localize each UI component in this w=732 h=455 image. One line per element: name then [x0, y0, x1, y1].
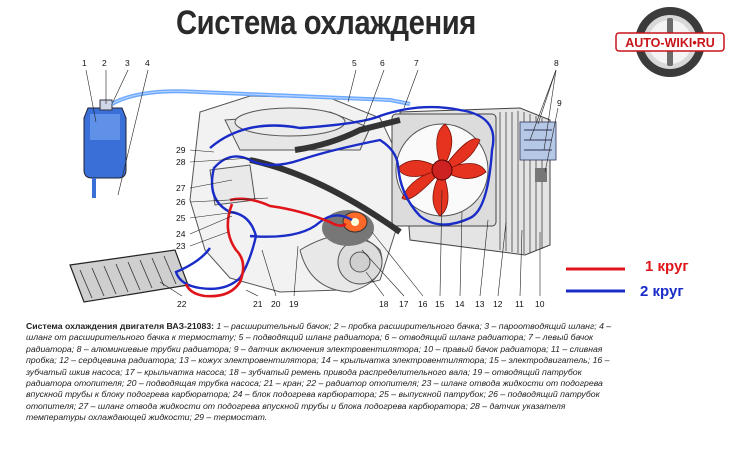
callout-3: 3 — [125, 58, 130, 68]
water-pump — [322, 210, 374, 246]
callout-24: 24 — [176, 229, 186, 239]
legend: 1 круг 2 круг — [566, 258, 689, 300]
callout-21: 21 — [253, 299, 263, 309]
callout-5: 5 — [352, 58, 357, 68]
callout-13: 13 — [475, 299, 485, 309]
callout-6: 6 — [380, 58, 385, 68]
callout-10: 10 — [535, 299, 545, 309]
callout-19: 19 — [289, 299, 299, 309]
callout-16: 16 — [418, 299, 428, 309]
callout-8: 8 — [554, 58, 559, 68]
electric-fan — [391, 113, 497, 227]
callout-22: 22 — [177, 299, 187, 309]
diagram-caption: Система охлаждения двигателя ВАЗ-21083: … — [26, 321, 626, 424]
callout-9: 9 — [557, 98, 562, 108]
callout-20: 20 — [271, 299, 281, 309]
callout-29: 29 — [176, 145, 186, 155]
circuit-2-path — [174, 105, 495, 291]
caption-lead: Система охлаждения двигателя ВАЗ-21083: — [26, 321, 215, 331]
callout-1: 1 — [82, 58, 87, 68]
leader-lines — [85, 69, 559, 297]
expansion-tank — [83, 99, 127, 198]
heater-radiator — [69, 249, 189, 303]
caption-body: 1 – расширительный бачок; 2 – пробка рас… — [26, 321, 612, 423]
outlet-hose — [294, 117, 401, 153]
legend-label-circuit-2: 2 круг — [640, 283, 684, 300]
callout-28: 28 — [176, 157, 186, 167]
callout-17: 17 — [399, 299, 409, 309]
callout-12: 12 — [493, 299, 503, 309]
callout-23: 23 — [176, 241, 186, 251]
callout-11: 11 — [515, 299, 524, 309]
callout-7: 7 — [414, 58, 419, 68]
diagram-title: Система охлаждения — [176, 4, 476, 42]
cooling-system-diagram: 1 2 3 4 5 6 7 8 9 10 11 12 13 14 15 16 1… — [69, 58, 689, 309]
callout-15: 15 — [435, 299, 445, 309]
logo-text: AUTO-WIKI•RU — [625, 36, 715, 50]
callout-18: 18 — [379, 299, 389, 309]
callout-25: 25 — [176, 213, 186, 223]
auto-wiki-logo[interactable]: AUTO-WIKI•RU — [612, 4, 728, 80]
callout-14: 14 — [455, 299, 465, 309]
legend-label-circuit-1: 1 круг — [645, 258, 689, 275]
circuit-1-path — [184, 197, 347, 298]
callout-26: 26 — [176, 197, 186, 207]
callout-27: 27 — [176, 183, 186, 193]
callout-4: 4 — [145, 58, 150, 68]
callout-2: 2 — [102, 58, 107, 68]
